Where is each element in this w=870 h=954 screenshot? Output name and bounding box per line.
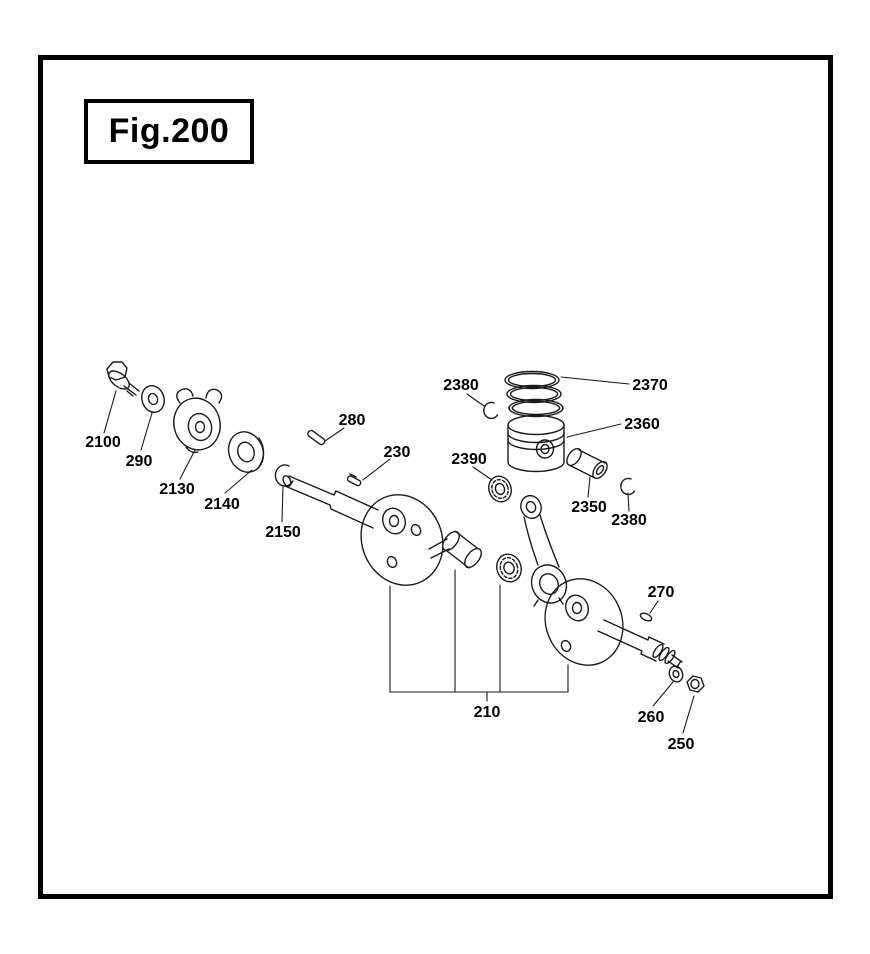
crankshaft-left-half <box>282 475 450 586</box>
connecting-rod <box>520 494 568 607</box>
washer-290 <box>141 385 165 413</box>
leader-lines <box>103 376 695 734</box>
governor-assembly-2130 <box>173 388 223 454</box>
piston-2360 <box>507 414 565 473</box>
key-270 <box>639 612 653 622</box>
part-label-250: 250 <box>668 736 695 753</box>
part-label-2380-top: 2380 <box>443 377 479 394</box>
part-label-2390: 2390 <box>451 451 487 468</box>
part-label-2140: 2140 <box>204 496 240 513</box>
crankpin-cylinder <box>442 530 482 569</box>
washer-260 <box>668 665 684 683</box>
clip-2150 <box>274 464 294 487</box>
collar-2140 <box>227 431 265 473</box>
nut-250 <box>686 675 705 693</box>
needle-bearing-2390 <box>488 475 512 503</box>
crankshaft-right-half <box>544 578 683 669</box>
piston-rings-2370 <box>504 370 564 418</box>
part-label-210: 210 <box>474 704 501 721</box>
page-frame <box>38 55 833 899</box>
flange-bolt-2100 <box>106 361 140 397</box>
key-230 <box>346 473 362 487</box>
part-label-2360: 2360 <box>624 416 660 433</box>
part-label-2100: 2100 <box>85 434 121 451</box>
part-label-2350: 2350 <box>571 499 607 516</box>
part-label-260: 260 <box>638 709 665 726</box>
part-label-230: 230 <box>384 444 411 461</box>
figure-number: Fig.200 <box>108 112 230 150</box>
bracket-210 <box>389 569 569 702</box>
key-280 <box>307 429 326 446</box>
part-label-2130: 2130 <box>159 481 195 498</box>
piston-pin-2350 <box>566 447 608 480</box>
part-label-280: 280 <box>339 412 366 429</box>
part-label-2380-bottom: 2380 <box>611 512 647 529</box>
part-label-270: 270 <box>648 584 675 601</box>
part-label-2150: 2150 <box>265 524 301 541</box>
part-label-2370: 2370 <box>632 377 668 394</box>
figure-number-box: Fig.200 <box>84 99 254 164</box>
part-labels: 2100 290 2130 2140 2150 280 230 2380 237… <box>85 377 694 753</box>
pin-clip-2380-top <box>483 401 499 420</box>
needle-bearing-lower <box>496 553 522 583</box>
pin-clip-2380-bottom <box>620 477 636 496</box>
part-label-290: 290 <box>126 453 153 470</box>
